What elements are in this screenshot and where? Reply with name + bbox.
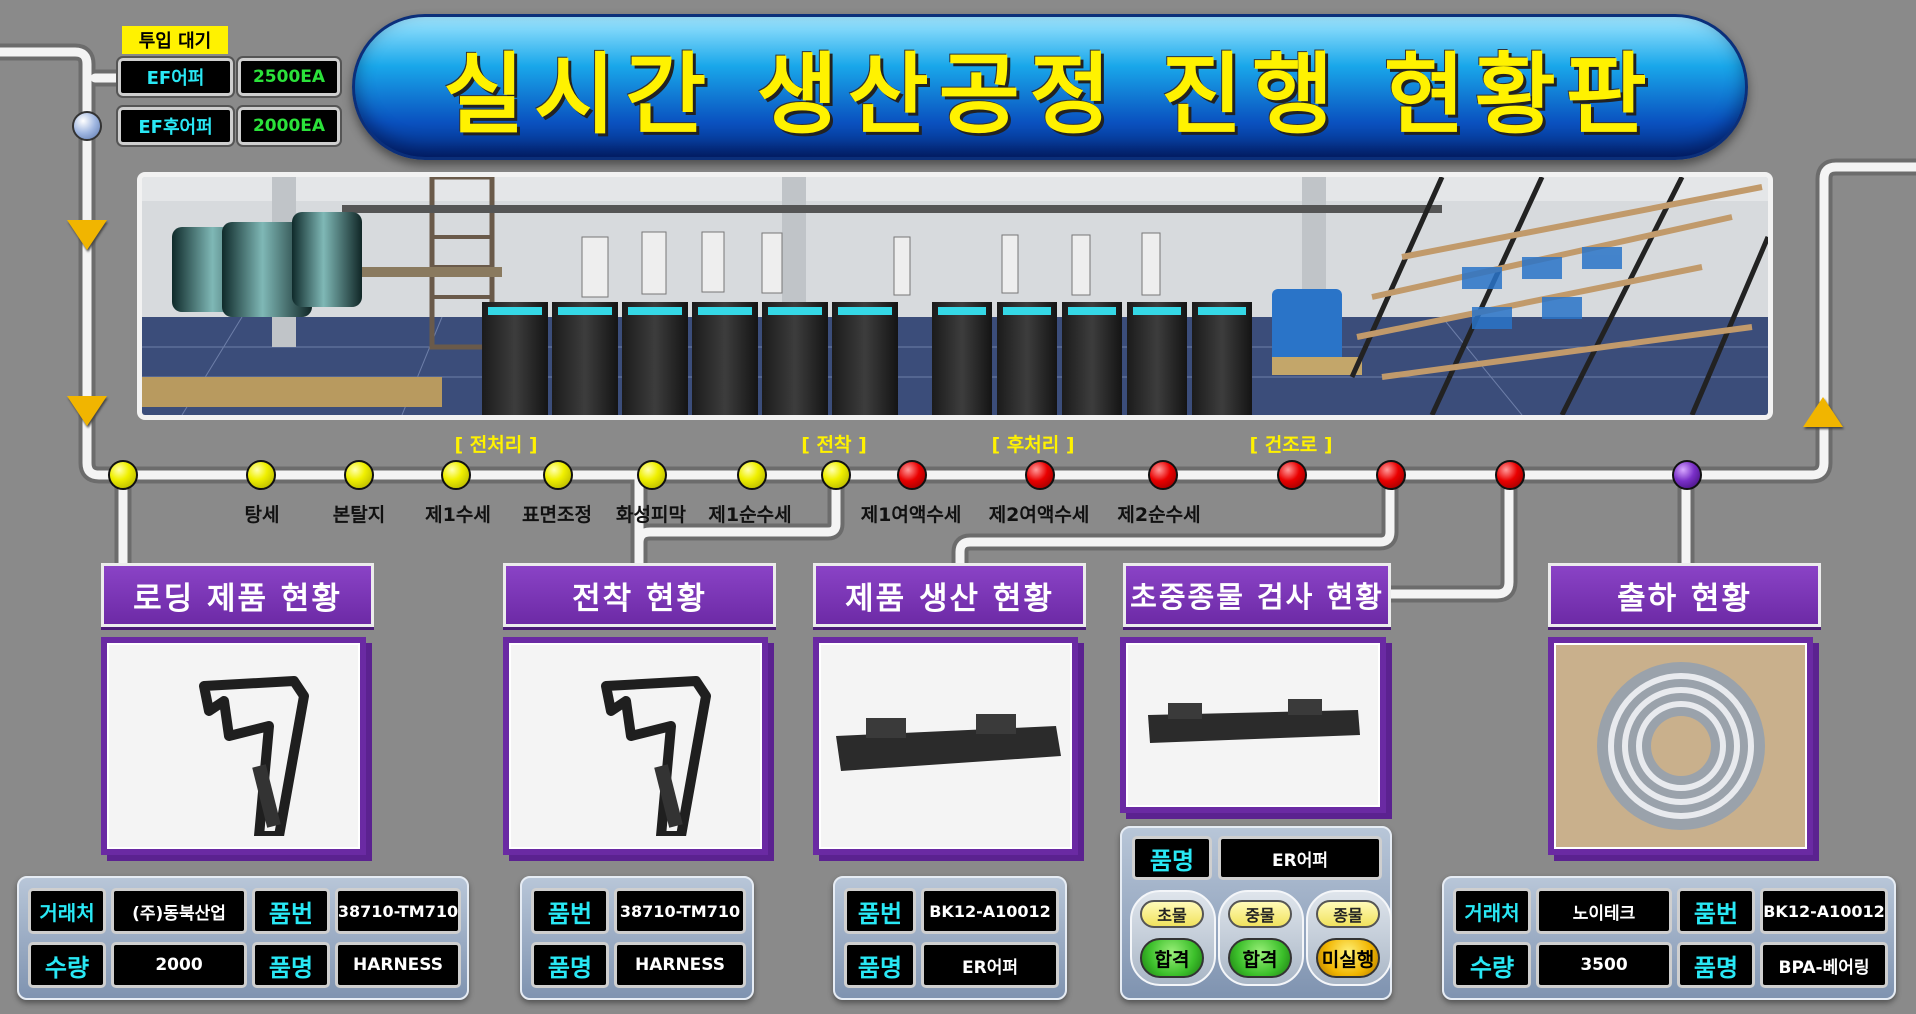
shipping-product-photo xyxy=(1548,637,1813,855)
client-value: 노이테크 xyxy=(1536,888,1672,934)
factory-illustration xyxy=(142,177,1768,415)
inspection-section-header: 초중종물 검사 현황 xyxy=(1123,563,1391,627)
part-name-label: 품명 xyxy=(531,942,609,988)
process-node xyxy=(246,460,276,490)
inspection-result-final: 미실행 xyxy=(1316,938,1380,978)
page-title: 실시간 생산공정 진행 현황판 xyxy=(443,42,1657,146)
part-name-value: ER어퍼 xyxy=(1218,836,1382,880)
shipping-info-panel: 거래처 노이테크 품번 BK12-A10012 수량 3500 품명 BPA-베… xyxy=(1442,876,1896,1000)
inspection-stage-final: 종물 xyxy=(1316,900,1380,928)
process-node xyxy=(1376,460,1406,490)
flow-arrow-down-icon xyxy=(67,396,107,426)
flow-arrow-up-icon xyxy=(1803,397,1843,427)
production-info-panel: 품번 BK12-A10012 품명 ER어퍼 xyxy=(833,876,1067,1000)
part-no-label: 품번 xyxy=(844,888,916,934)
client-label: 거래처 xyxy=(28,888,106,934)
process-node xyxy=(821,460,851,490)
step-label: 제1순수세 xyxy=(708,504,792,526)
input-wait-label: 투입 대기 xyxy=(122,26,228,54)
process-node xyxy=(1025,460,1055,490)
factory-3d-view xyxy=(137,172,1773,420)
step-label: 제1수세 xyxy=(425,504,491,526)
part-no-value: BK12-A10012 xyxy=(921,888,1059,934)
part-name-label: 품명 xyxy=(252,942,330,988)
process-node xyxy=(897,460,927,490)
group-label-electro: [ 전착 ] xyxy=(801,434,867,456)
loading-product-photo xyxy=(101,637,366,855)
group-label-posttreatment: [ 후처리 ] xyxy=(991,434,1075,456)
part-name-label: 품명 xyxy=(1677,942,1755,988)
bearing-part-image xyxy=(1596,662,1765,830)
process-node xyxy=(344,460,374,490)
loading-section-header: 로딩 제품 현황 xyxy=(101,563,374,627)
part-name-value: ER어퍼 xyxy=(921,942,1059,988)
part-name-label: 품명 xyxy=(1132,836,1212,880)
flow-arrow-down-icon xyxy=(67,220,107,250)
part-name-label: 품명 xyxy=(844,942,916,988)
electro-product-photo xyxy=(503,637,768,855)
part-name-value: HARNESS xyxy=(614,942,746,988)
wait-qty-2: 2000EA xyxy=(238,107,340,145)
title-banner: 실시간 생산공정 진행 현황판 xyxy=(352,14,1748,160)
electro-section-header: 전착 현황 xyxy=(503,563,776,627)
input-node xyxy=(72,111,102,141)
production-product-photo xyxy=(813,637,1078,855)
wait-item-2: EF후어퍼 xyxy=(118,107,233,145)
part-no-value: 38710-TM710 xyxy=(335,888,461,934)
loading-info-panel: 거래처 (주)동북산업 품번 38710-TM710 수량 2000 품명 HA… xyxy=(17,876,469,1000)
production-section-header: 제품 생산 현황 xyxy=(813,563,1086,627)
group-label-dryer: [ 건조로 ] xyxy=(1249,434,1333,456)
part-no-value: 38710-TM710 xyxy=(614,888,746,934)
electro-info-panel: 품번 38710-TM710 품명 HARNESS xyxy=(520,876,754,1000)
group-label-pretreatment: [ 전처리 ] xyxy=(454,434,538,456)
qty-label: 수량 xyxy=(1453,942,1531,988)
qty-value: 2000 xyxy=(111,942,247,988)
step-label: 제1여액수세 xyxy=(860,504,962,526)
step-label: 제2순수세 xyxy=(1117,504,1201,526)
step-label: 탕세 xyxy=(244,504,280,526)
part-name-value: BPA-베어링 xyxy=(1760,942,1888,988)
step-label: 화성피막 xyxy=(616,504,686,526)
shipping-section-header: 출하 현황 xyxy=(1548,563,1821,627)
client-label: 거래처 xyxy=(1453,888,1531,934)
inspection-result-first: 합격 xyxy=(1140,938,1204,978)
wait-item-1: EF어퍼 xyxy=(118,58,233,96)
process-node xyxy=(737,460,767,490)
inspection-info-panel: 품명 ER어퍼 초물 중물 종물 합격 합격 미실행 xyxy=(1120,826,1392,1000)
bracket-part-image xyxy=(600,676,711,836)
wait-qty-1: 2500EA xyxy=(238,58,340,96)
client-value: (주)동북산업 xyxy=(111,888,247,934)
process-node xyxy=(1495,460,1525,490)
qty-value: 3500 xyxy=(1536,942,1672,988)
bracket-part-image xyxy=(198,676,309,836)
part-no-value: BK12-A10012 xyxy=(1760,888,1888,934)
process-node xyxy=(1672,460,1702,490)
process-node xyxy=(543,460,573,490)
step-label: 표면조정 xyxy=(522,504,592,526)
step-label: 제2여액수세 xyxy=(988,504,1090,526)
step-label: 본탈지 xyxy=(332,504,386,526)
process-node xyxy=(1277,460,1307,490)
inspection-product-photo xyxy=(1120,637,1386,813)
beam-part-image xyxy=(1148,699,1360,743)
beam-part-image xyxy=(835,714,1061,771)
inspection-stage-first: 초물 xyxy=(1140,900,1204,928)
process-node xyxy=(1148,460,1178,490)
part-no-label: 품번 xyxy=(1677,888,1755,934)
part-name-value: HARNESS xyxy=(335,942,461,988)
inspection-stage-middle: 중물 xyxy=(1228,900,1292,928)
part-no-label: 품번 xyxy=(252,888,330,934)
inspection-result-middle: 합격 xyxy=(1228,938,1292,978)
process-node xyxy=(108,460,138,490)
process-node xyxy=(441,460,471,490)
part-no-label: 품번 xyxy=(531,888,609,934)
qty-label: 수량 xyxy=(28,942,106,988)
process-node xyxy=(637,460,667,490)
